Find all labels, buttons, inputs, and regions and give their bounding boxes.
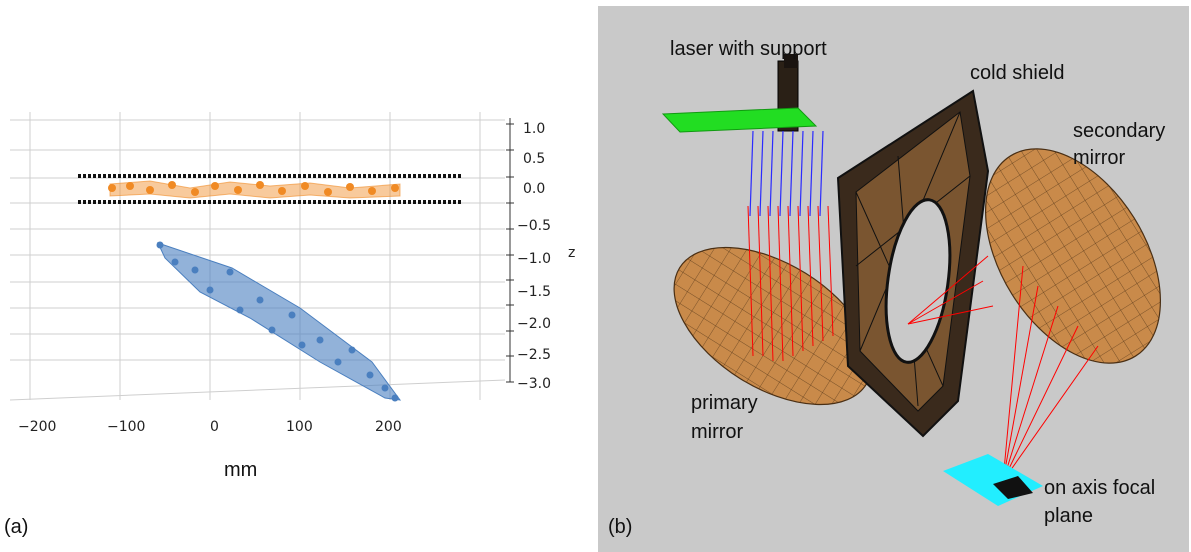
z-tick: −1.0 xyxy=(517,251,551,267)
x-tick: −100 xyxy=(107,419,145,435)
black-rails xyxy=(78,174,462,204)
label-primary: mirror xyxy=(691,421,744,443)
x-tick: 0 xyxy=(210,419,219,435)
z-tick: −1.5 xyxy=(517,284,551,300)
z-tick: −0.5 xyxy=(517,218,551,234)
laser-plane xyxy=(661,107,818,133)
rays-red xyxy=(747,205,1099,482)
x-axis-label: mm xyxy=(224,459,257,481)
focal-detector xyxy=(993,476,1033,499)
label-laser: laser with support xyxy=(670,38,827,60)
panel-a-label: (a) xyxy=(4,516,28,538)
panel-b-label: (b) xyxy=(608,516,632,538)
rays-blue xyxy=(749,130,824,217)
label-focal-plane: on axis focal xyxy=(1044,477,1155,499)
secondary-mirror xyxy=(985,148,1161,364)
x-tick: 200 xyxy=(375,419,402,435)
panel-b-diagram: laser with support cold shield secondary… xyxy=(598,6,1189,552)
orange-series xyxy=(108,180,401,199)
cold-shield xyxy=(836,89,990,438)
z-tick: 0.0 xyxy=(523,181,545,197)
panel-a-plot: 1.0 0.5 0.0 −0.5 −1.0 −1.5 −2.0 −2.5 −3.… xyxy=(4,112,575,538)
z-tick: −2.0 xyxy=(517,316,551,332)
blue-series xyxy=(156,241,402,402)
z-tick: −2.5 xyxy=(517,347,551,363)
z-tick: 0.5 xyxy=(523,151,545,167)
z-tick: −3.0 xyxy=(517,376,551,392)
x-axis: −200 −100 0 100 200 mm xyxy=(18,419,402,481)
z-axis-label: z xyxy=(568,245,575,261)
label-secondary: secondary xyxy=(1073,120,1165,142)
x-tick: 100 xyxy=(286,419,313,435)
label-focal-plane: plane xyxy=(1044,505,1093,527)
x-tick: −200 xyxy=(18,419,56,435)
label-cold-shield: cold shield xyxy=(970,62,1065,84)
z-tick: 1.0 xyxy=(523,121,545,137)
label-secondary: mirror xyxy=(1073,147,1126,169)
label-primary: primary xyxy=(691,392,758,414)
z-axis: 1.0 0.5 0.0 −0.5 −1.0 −1.5 −2.0 −2.5 −3.… xyxy=(506,118,575,392)
grid xyxy=(9,112,506,401)
